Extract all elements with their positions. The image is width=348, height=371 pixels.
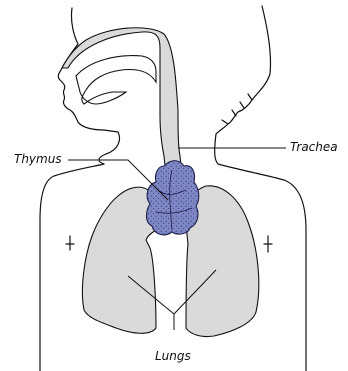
trachea-label: Trachea bbox=[290, 140, 338, 154]
thymus-gland bbox=[147, 161, 199, 235]
airway bbox=[62, 28, 182, 176]
left-lung bbox=[82, 187, 156, 333]
right-arm-crease bbox=[264, 236, 272, 252]
thymus-label: Thymus bbox=[14, 152, 62, 166]
lungs-label: Lungs bbox=[155, 349, 191, 363]
left-arm-crease bbox=[66, 236, 74, 250]
oral-cavity bbox=[76, 56, 156, 104]
hair bbox=[216, 6, 271, 134]
